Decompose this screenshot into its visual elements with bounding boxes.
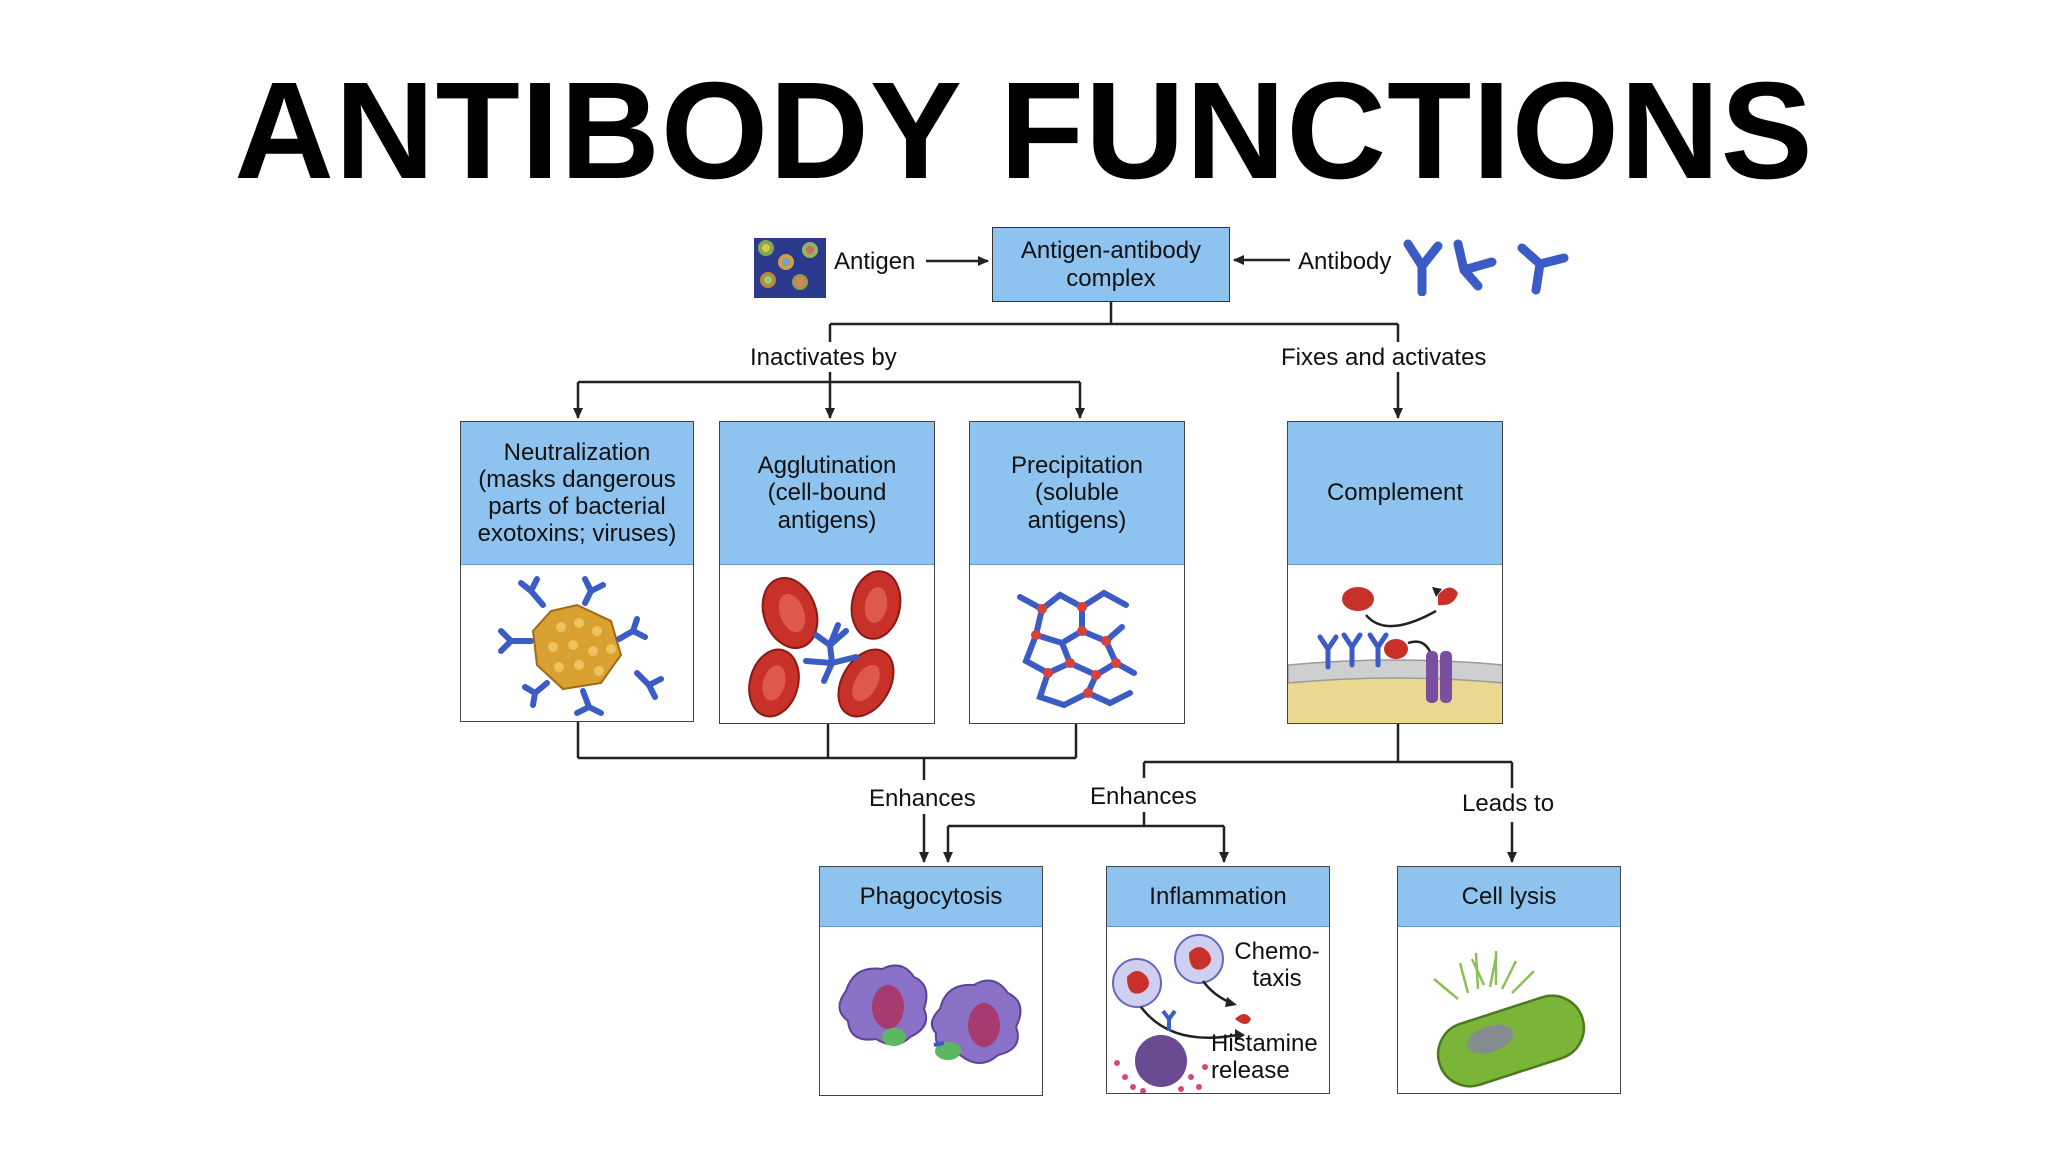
chemotaxis-label: Chemo- taxis: [1231, 938, 1323, 993]
enhances-left-label: Enhances: [869, 785, 976, 812]
inflammation-title: Inflammation: [1149, 882, 1287, 910]
inactivates-by-label: Inactivates by: [750, 344, 897, 371]
neutralization-title: Neutralization: [503, 438, 651, 466]
complement-activation-illustration: [1288, 587, 1502, 723]
neutralization-desc-line3: exotoxins; viruses): [477, 520, 677, 548]
phagocyte-illustration: [838, 964, 1022, 1064]
complex-label-line1: Antigen-antibody: [1020, 237, 1202, 265]
agglutination-box: Agglutination (cell-bound antigens): [719, 421, 935, 724]
cell-lysis-box: Cell lysis: [1397, 866, 1621, 1094]
leads-to-label: Leads to: [1462, 790, 1555, 817]
neutralized-virus-illustration: [498, 576, 664, 716]
inflammation-illustration: [1112, 934, 1251, 1093]
antigen-icon: [754, 238, 826, 298]
precipitation-desc-line1: (soluble: [1034, 479, 1120, 507]
enhances-right-label: Enhances: [1090, 783, 1197, 810]
antigen-label: Antigen: [834, 248, 916, 275]
page-title: ANTIBODY FUNCTIONS: [234, 54, 1814, 208]
phagocytosis-title: Phagocytosis: [859, 882, 1003, 910]
complement-title: Complement: [1326, 479, 1464, 507]
chemotaxis-line2: taxis: [1252, 964, 1302, 992]
chemotaxis-line1: Chemo-: [1234, 938, 1320, 965]
inflammation-box: Inflammation Chemo- taxis Histami: [1106, 866, 1330, 1094]
precipitated-lattice-illustration: [1017, 589, 1137, 709]
neutralization-desc-line2: parts of bacterial: [488, 493, 666, 520]
complement-box: Complement: [1287, 421, 1503, 724]
fixes-and-activates-label: Fixes and activates: [1281, 344, 1487, 371]
agglutination-desc-line2: antigens): [777, 506, 877, 534]
histamine-line2: release: [1211, 1056, 1290, 1084]
agglutination-desc-line1: (cell-bound: [767, 479, 887, 507]
antibody-label: Antibody: [1298, 248, 1392, 275]
histamine-release-label: Histamine release: [1211, 1030, 1329, 1085]
phagocytosis-box: Phagocytosis: [819, 866, 1043, 1096]
cell-lysis-title: Cell lysis: [1461, 882, 1557, 910]
antibody-icons: [1403, 239, 1569, 296]
neutralization-box: Neutralization (masks dangerous parts of…: [460, 421, 694, 722]
agglutinated-cells-illustration: [748, 570, 902, 718]
complex-label-line2: complex: [1066, 264, 1156, 292]
histamine-line1: Histamine: [1211, 1030, 1318, 1057]
agglutination-title: Agglutination: [757, 452, 897, 480]
precipitation-box: Precipitation (soluble antigens): [969, 421, 1185, 724]
precipitation-desc-line2: antigens): [1027, 506, 1127, 534]
neutralization-desc-line1: (masks dangerous: [478, 465, 676, 493]
precipitation-title: Precipitation: [1010, 452, 1144, 480]
lysed-bacterium-illustration: [1433, 951, 1586, 1088]
antigen-antibody-complex-box: Antigen-antibody complex: [992, 227, 1230, 302]
